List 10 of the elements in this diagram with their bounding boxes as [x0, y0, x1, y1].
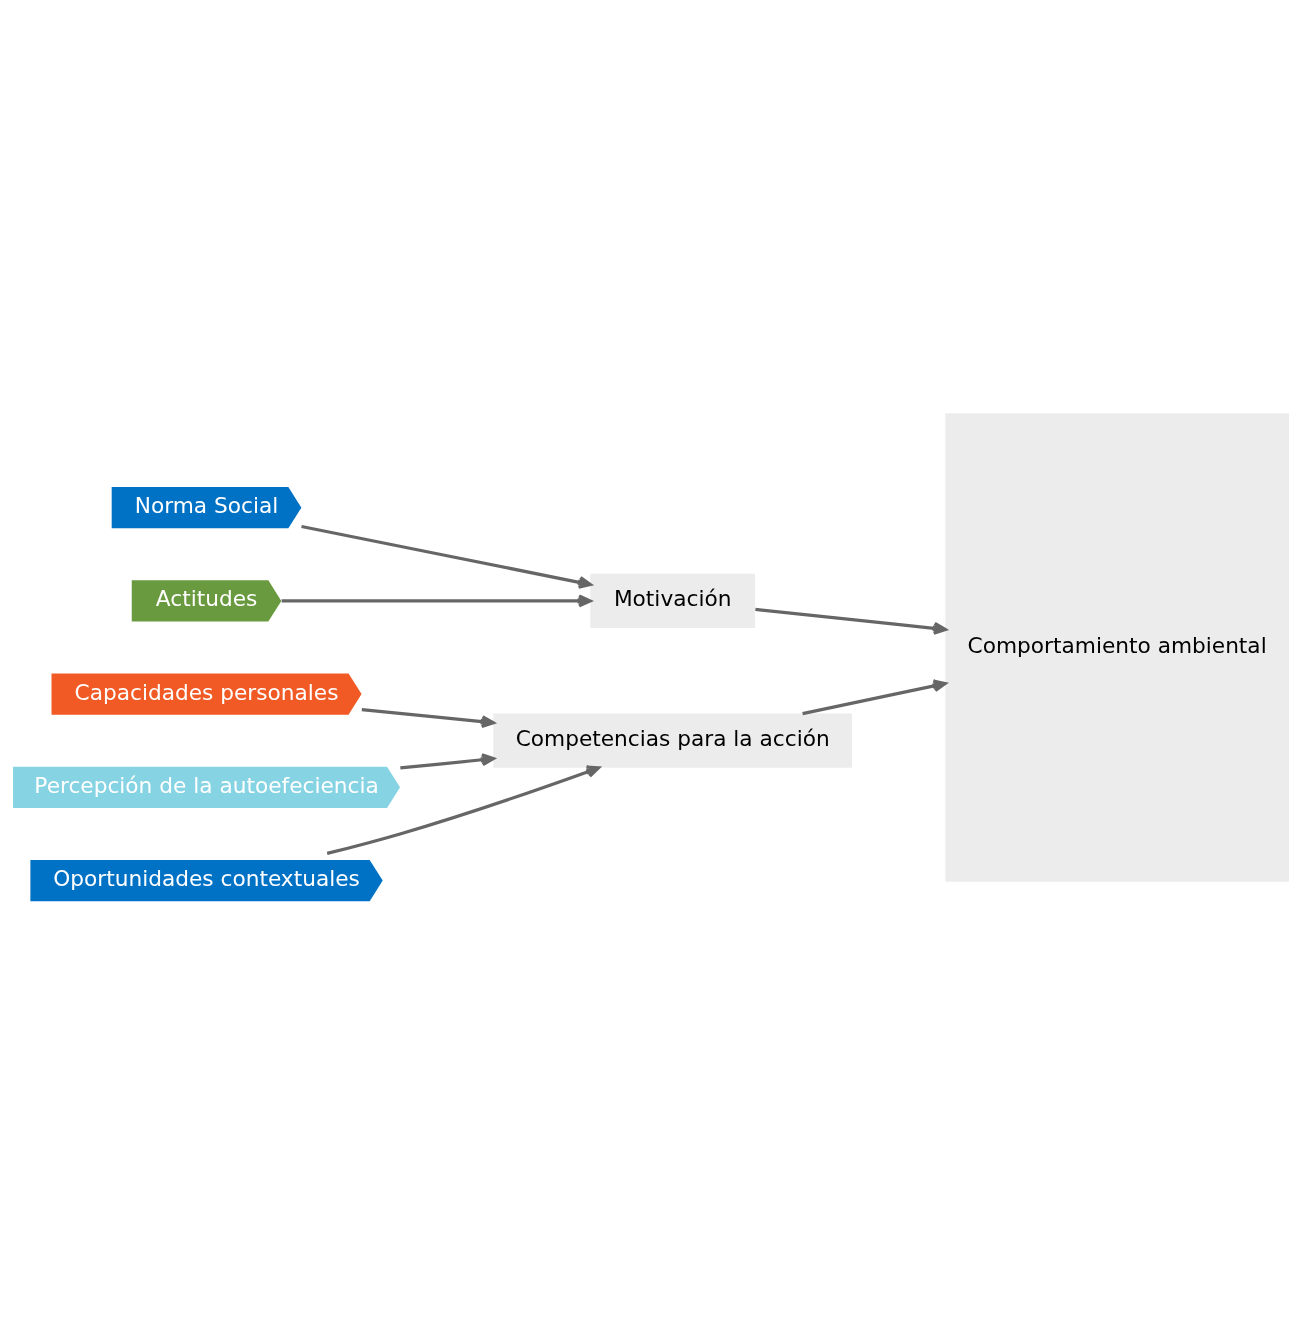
- arrow: [802, 679, 947, 716]
- node-box: Comportamiento ambiental: [945, 413, 1289, 882]
- node-box: Competencias para la acción: [493, 713, 853, 768]
- node-box: Motivación: [590, 573, 756, 628]
- arrow: [755, 607, 947, 635]
- arrow: [301, 524, 592, 589]
- arrow: [400, 753, 495, 770]
- arrow: [281, 594, 592, 608]
- arrow: [326, 765, 601, 855]
- arrow: [361, 708, 495, 729]
